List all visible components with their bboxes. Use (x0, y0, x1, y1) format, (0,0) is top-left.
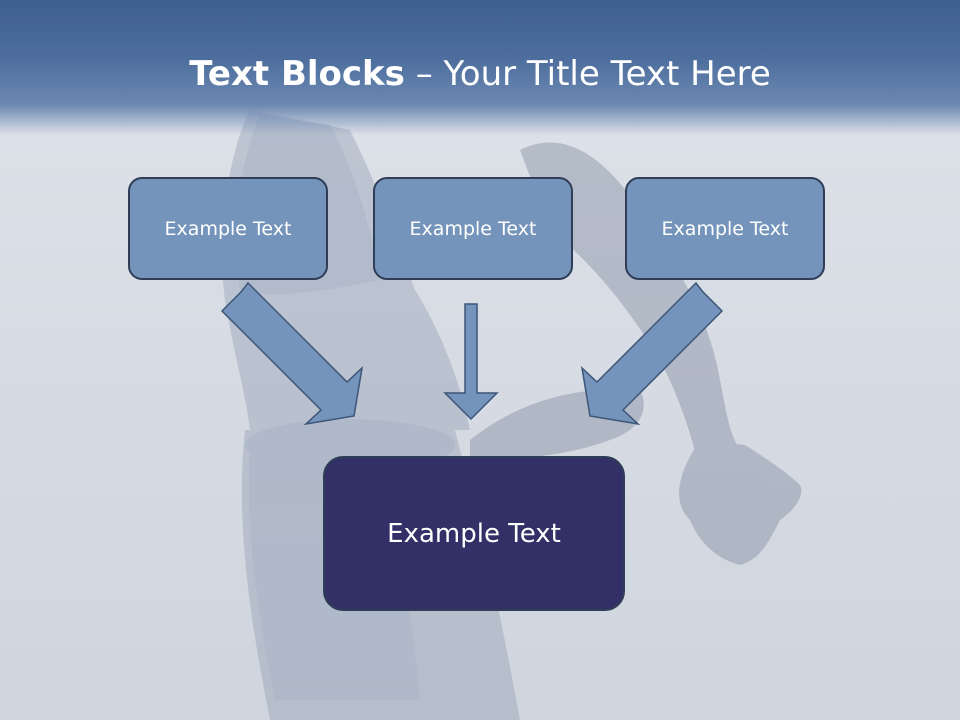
arrow-down-right-icon (220, 281, 364, 426)
main-text-block[interactable]: Example Text (323, 456, 625, 611)
text-block-1[interactable]: Example Text (128, 177, 328, 280)
title-rest: Your Title Text Here (443, 54, 771, 94)
text-block-2[interactable]: Example Text (373, 177, 573, 280)
arrow-down-icon (443, 303, 499, 421)
text-block-3[interactable]: Example Text (625, 177, 825, 280)
arrow-down-left-icon (580, 281, 724, 426)
title-bar (0, 0, 960, 135)
title-dash: – (404, 54, 444, 94)
slide-title: Text Blocks – Your Title Text Here (0, 52, 960, 96)
title-bold-part: Text Blocks (189, 54, 405, 94)
